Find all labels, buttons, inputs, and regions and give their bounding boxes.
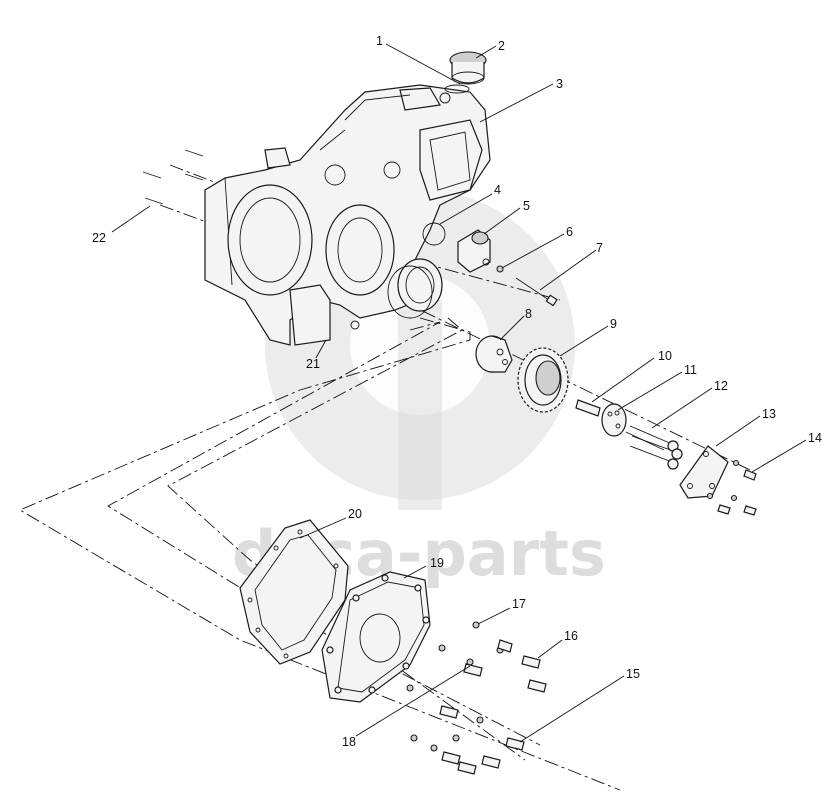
callout-5: 5 — [523, 199, 530, 213]
callout-7: 7 — [596, 241, 603, 255]
callout-2: 2 — [498, 39, 505, 53]
callout-19: 19 — [430, 556, 444, 570]
timing-gear-9 — [517, 347, 569, 413]
thrust-plate-11 — [601, 403, 627, 437]
small-cover-13 — [679, 445, 729, 499]
gear-shaft-10 — [575, 399, 601, 417]
leader-lines — [111, 43, 807, 743]
callout-4: 4 — [494, 183, 501, 197]
callout-17: 17 — [512, 597, 526, 611]
callout-labels: 1 2 3 4 5 6 7 8 9 10 11 12 13 14 15 16 1… — [92, 34, 822, 749]
callout-13: 13 — [762, 407, 776, 421]
callout-10: 10 — [658, 349, 672, 363]
bolts-12 — [625, 425, 683, 470]
callout-20: 20 — [348, 507, 362, 521]
filler-cap — [449, 51, 487, 85]
front-cover-19 — [321, 571, 431, 703]
callout-18: 18 — [342, 735, 356, 749]
callout-15: 15 — [626, 667, 640, 681]
callout-9: 9 — [610, 317, 617, 331]
cover-bolts-14 — [706, 459, 757, 516]
studs-22 — [142, 149, 204, 205]
washer-6 — [496, 265, 504, 273]
callout-16: 16 — [564, 629, 578, 643]
sensor-housing — [457, 229, 491, 273]
long-bolt-7 — [515, 277, 558, 307]
callout-21: 21 — [306, 357, 320, 371]
watermark-logo-bar — [398, 300, 442, 510]
cover-fasteners — [406, 621, 547, 775]
timing-housing — [204, 84, 491, 346]
callout-22: 22 — [92, 231, 106, 245]
callout-8: 8 — [525, 307, 532, 321]
gear-hub-8 — [475, 335, 513, 373]
callout-6: 6 — [566, 225, 573, 239]
callout-3: 3 — [556, 77, 563, 91]
cap-o-ring — [444, 84, 470, 94]
crankshaft-seal — [387, 258, 443, 319]
callout-12: 12 — [714, 379, 728, 393]
callout-11: 11 — [684, 363, 697, 377]
o-ring-4 — [422, 222, 446, 246]
callout-1: 1 — [376, 34, 383, 48]
callout-14: 14 — [808, 431, 822, 445]
